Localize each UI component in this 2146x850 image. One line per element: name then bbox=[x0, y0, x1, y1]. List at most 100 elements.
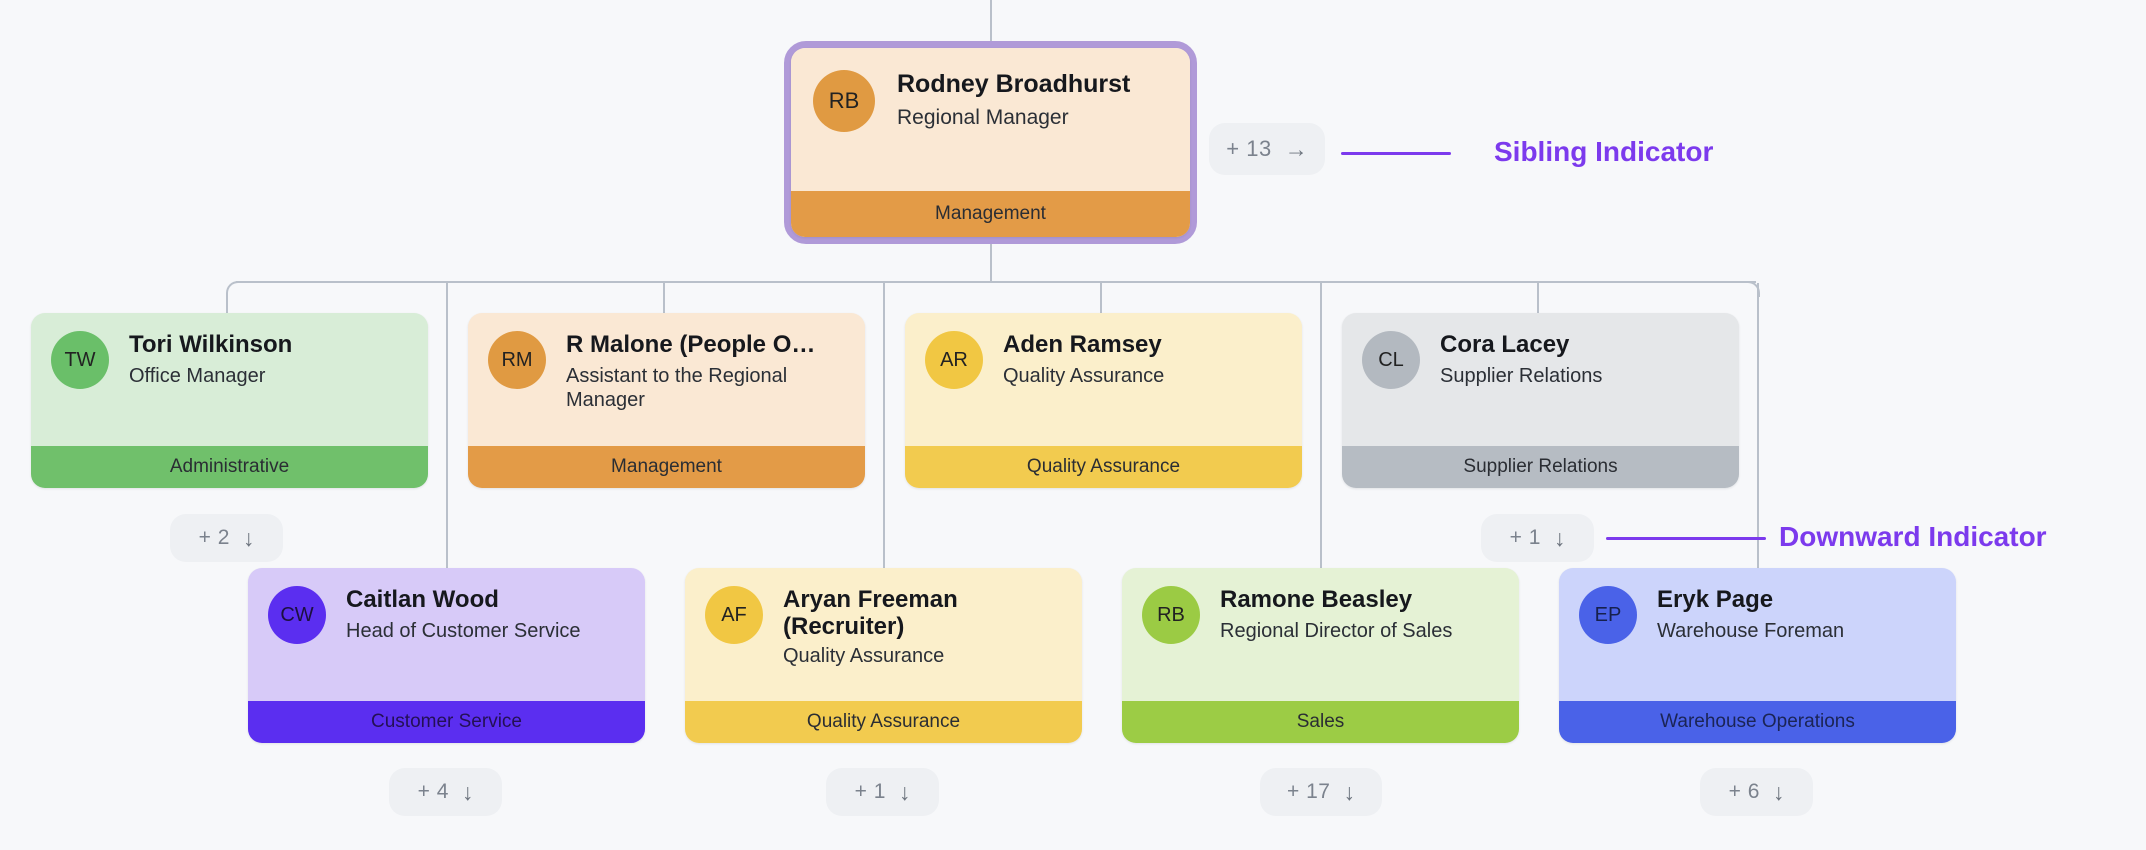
arrow-down-icon: ↓ bbox=[898, 778, 911, 805]
node-name: Eryk Page bbox=[1657, 586, 1774, 613]
connector-bus-row2 bbox=[236, 281, 1756, 283]
avatar-initials: CL bbox=[1378, 348, 1404, 371]
connector-bus-left-cap bbox=[226, 281, 240, 297]
node-name: Rodney Broadhurst bbox=[897, 70, 1131, 98]
node-name: Cora Lacey bbox=[1440, 331, 1570, 358]
badge-under-eryk[interactable]: + 6 ↓ bbox=[1700, 768, 1813, 816]
node-aryan-freeman[interactable]: AF Aryan Freeman (Recruiter) Quality Ass… bbox=[685, 568, 1082, 743]
node-cora-lacey[interactable]: CL Cora Lacey Supplier Relations Supplie… bbox=[1342, 313, 1739, 488]
node-role: Quality Assurance bbox=[1003, 365, 1165, 387]
badge-count: + 2 bbox=[198, 526, 230, 549]
badge-sibling-root[interactable]: + 13 → bbox=[1209, 123, 1325, 175]
avatar-initials: RM bbox=[501, 348, 533, 371]
connector-bus-right-cap bbox=[1746, 281, 1760, 297]
connector-drop-eryk bbox=[1757, 283, 1759, 577]
badge-under-caitlan[interactable]: + 4 ↓ bbox=[389, 768, 502, 816]
node-role: Regional Manager bbox=[897, 106, 1069, 129]
arrow-down-icon: ↓ bbox=[242, 524, 255, 551]
node-role: Supplier Relations bbox=[1440, 365, 1603, 387]
node-department-footer: Management bbox=[468, 446, 865, 488]
node-department-footer: Customer Service bbox=[248, 701, 645, 743]
node-name: Aden Ramsey bbox=[1003, 331, 1162, 358]
node-role: Warehouse Foreman bbox=[1657, 620, 1845, 642]
avatar-ar: AR bbox=[925, 331, 983, 389]
avatar-initials: RB bbox=[1157, 603, 1185, 626]
node-department: Sales bbox=[1296, 711, 1345, 732]
avatar-initials: AR bbox=[940, 348, 968, 371]
node-department-footer: Sales bbox=[1122, 701, 1519, 743]
badge-count: + 13 bbox=[1226, 136, 1272, 161]
node-name: Caitlan Wood bbox=[346, 586, 499, 613]
badge-under-aryan[interactable]: + 1 ↓ bbox=[826, 768, 939, 816]
node-department: Quality Assurance bbox=[1026, 456, 1181, 477]
arrow-right-icon: → bbox=[1284, 135, 1308, 162]
avatar-rb: RB bbox=[813, 70, 875, 132]
node-name: Ramone Beasley bbox=[1220, 586, 1413, 613]
node-department: Administrative bbox=[169, 456, 290, 477]
annotation-line-sibling bbox=[1341, 152, 1451, 155]
connector-drop-aden bbox=[1100, 283, 1102, 317]
node-role: Assistant to the Regional Manager bbox=[566, 365, 788, 411]
badge-under-cora[interactable]: + 1 ↓ bbox=[1481, 514, 1594, 562]
node-name: Tori Wilkinson bbox=[129, 331, 293, 358]
node-role: Quality Assurance bbox=[783, 644, 945, 667]
avatar-ep: EP bbox=[1579, 586, 1637, 644]
avatar-initials: RB bbox=[828, 88, 860, 113]
connector-drop-rmalone bbox=[663, 283, 665, 317]
badge-count: + 1 bbox=[1509, 526, 1541, 549]
node-r-malone[interactable]: RM R Malone (People O… Assistant to the … bbox=[468, 313, 865, 488]
node-name: Aryan Freeman (Recruiter) bbox=[783, 586, 958, 641]
badge-count: + 1 bbox=[854, 780, 886, 803]
node-department-footer: Administrative bbox=[31, 446, 428, 488]
node-rodney-broadhurst[interactable]: RB Rodney Broadhurst Regional Manager Ma… bbox=[791, 48, 1190, 237]
arrow-down-icon: ↓ bbox=[1553, 524, 1566, 551]
node-role: Office Manager bbox=[129, 365, 266, 387]
node-department-footer: Warehouse Operations bbox=[1559, 701, 1956, 743]
avatar-cw: CW bbox=[268, 586, 326, 644]
node-department: Warehouse Operations bbox=[1660, 711, 1855, 732]
avatar-tw: TW bbox=[51, 331, 109, 389]
node-role: Regional Director of Sales bbox=[1220, 620, 1453, 642]
badge-count: + 6 bbox=[1728, 780, 1760, 803]
node-department: Management bbox=[611, 456, 722, 477]
avatar-af: AF bbox=[705, 586, 763, 644]
annotation-downward-indicator: Downward Indicator bbox=[1779, 521, 2047, 552]
arrow-down-icon: ↓ bbox=[1772, 778, 1785, 805]
arrow-down-icon: ↓ bbox=[461, 778, 474, 805]
node-name: R Malone (People O… bbox=[566, 331, 816, 358]
node-department: Quality Assurance bbox=[806, 711, 961, 732]
avatar-initials: AF bbox=[721, 603, 747, 626]
avatar-cl: CL bbox=[1362, 331, 1420, 389]
badge-count: + 17 bbox=[1287, 780, 1331, 803]
connector-root-top bbox=[990, 0, 992, 42]
connector-drop-ramone bbox=[1320, 283, 1322, 577]
node-department: Supplier Relations bbox=[1463, 456, 1618, 477]
badge-under-tori[interactable]: + 2 ↓ bbox=[170, 514, 283, 562]
arrow-down-icon: ↓ bbox=[1343, 778, 1355, 805]
node-caitlan-wood[interactable]: CW Caitlan Wood Head of Customer Service… bbox=[248, 568, 645, 743]
node-department-footer: Supplier Relations bbox=[1342, 446, 1739, 488]
connector-drop-aryan bbox=[883, 283, 885, 577]
avatar-initials: TW bbox=[64, 348, 96, 371]
node-ramone-beasley[interactable]: RB Ramone Beasley Regional Director of S… bbox=[1122, 568, 1519, 743]
connector-drop-tori bbox=[226, 293, 228, 317]
avatar-rm: RM bbox=[488, 331, 546, 389]
annotation-sibling-indicator: Sibling Indicator bbox=[1494, 136, 1714, 167]
connector-drop-caitlan bbox=[446, 283, 448, 577]
node-department: Management bbox=[935, 203, 1046, 224]
node-department-footer: Quality Assurance bbox=[685, 701, 1082, 743]
node-aden-ramsey[interactable]: AR Aden Ramsey Quality Assurance Quality… bbox=[905, 313, 1302, 488]
avatar-initials: EP bbox=[1594, 603, 1622, 626]
node-eryk-page[interactable]: EP Eryk Page Warehouse Foreman Warehouse… bbox=[1559, 568, 1956, 743]
avatar-initials: CW bbox=[280, 603, 314, 626]
node-department-footer: Management bbox=[791, 191, 1190, 237]
badge-under-ramone[interactable]: + 17 ↓ bbox=[1260, 768, 1382, 816]
annotation-line-downward bbox=[1606, 537, 1766, 540]
node-department: Customer Service bbox=[371, 711, 522, 732]
node-department-footer: Quality Assurance bbox=[905, 446, 1302, 488]
node-tori-wilkinson[interactable]: TW Tori Wilkinson Office Manager Adminis… bbox=[31, 313, 428, 488]
badge-count: + 4 bbox=[417, 780, 449, 803]
connector-drop-cora bbox=[1537, 283, 1539, 317]
avatar-rb2: RB bbox=[1142, 586, 1200, 644]
